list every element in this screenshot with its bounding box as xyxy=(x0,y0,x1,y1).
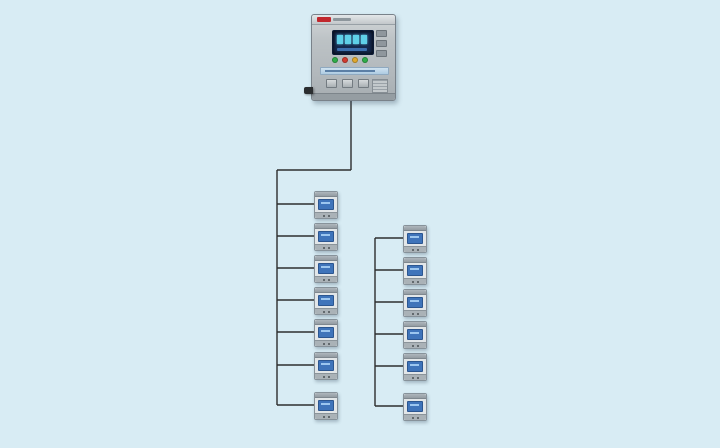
detector-face xyxy=(404,295,426,310)
detector-display xyxy=(318,360,334,371)
detector-terminals xyxy=(404,414,426,420)
detector-top-cap xyxy=(315,393,337,398)
speaker-grille-icon xyxy=(372,79,388,93)
detector-face xyxy=(315,325,337,340)
gas-detector-node xyxy=(314,191,338,219)
detector-display-text xyxy=(321,403,330,405)
controller-side-buttons xyxy=(376,30,387,57)
detector-terminals xyxy=(315,212,337,218)
detector-terminals xyxy=(315,340,337,346)
detector-face xyxy=(404,399,426,414)
detector-display-text xyxy=(321,298,330,300)
controller-bottom-strip xyxy=(312,93,395,100)
detector-display-text xyxy=(321,363,330,365)
detector-terminals xyxy=(315,308,337,314)
detector-display xyxy=(407,265,423,276)
detector-top-cap xyxy=(404,258,426,263)
gas-detector-node xyxy=(314,352,338,380)
gas-alarm-controller xyxy=(304,14,396,101)
controller-display xyxy=(332,30,374,55)
gas-detector-node xyxy=(314,392,338,420)
detector-top-cap xyxy=(404,322,426,327)
controller-label xyxy=(320,67,389,75)
detector-top-cap xyxy=(404,354,426,359)
detector-terminals xyxy=(404,310,426,316)
detector-display-text xyxy=(410,300,419,302)
detector-display xyxy=(318,199,334,210)
gas-detector-node xyxy=(403,225,427,253)
detector-display-text xyxy=(321,266,330,268)
side-knob xyxy=(304,87,313,94)
detector-face xyxy=(315,197,337,212)
detector-top-cap xyxy=(315,224,337,229)
detector-display-text xyxy=(410,332,419,334)
detector-top-cap xyxy=(404,290,426,295)
detector-terminals xyxy=(315,244,337,250)
detector-display-text xyxy=(410,364,419,366)
detector-face xyxy=(404,231,426,246)
detector-face xyxy=(404,359,426,374)
detector-face xyxy=(315,229,337,244)
detector-display-text xyxy=(321,202,330,204)
status-leds xyxy=(332,57,368,63)
detector-face xyxy=(404,327,426,342)
detector-top-cap xyxy=(315,256,337,261)
detector-display-text xyxy=(410,268,419,270)
detector-terminals xyxy=(315,373,337,379)
detector-top-cap xyxy=(315,320,337,325)
detector-terminals xyxy=(404,374,426,380)
detector-top-cap xyxy=(315,192,337,197)
detector-face xyxy=(315,293,337,308)
controller-top-strip xyxy=(312,15,395,25)
detector-display xyxy=(318,400,334,411)
detector-terminals xyxy=(404,278,426,284)
detector-display xyxy=(318,295,334,306)
detector-display xyxy=(318,263,334,274)
detector-display xyxy=(318,231,334,242)
detector-terminals xyxy=(315,413,337,419)
detector-face xyxy=(315,358,337,373)
gas-detector-node xyxy=(403,289,427,317)
detector-display xyxy=(407,329,423,340)
detector-face xyxy=(315,261,337,276)
gas-detector-node xyxy=(403,353,427,381)
detector-face xyxy=(315,398,337,413)
gas-detector-node xyxy=(314,287,338,315)
gas-detector-node xyxy=(403,321,427,349)
detector-display xyxy=(407,297,423,308)
gas-detector-node xyxy=(403,257,427,285)
detector-display-text xyxy=(321,234,330,236)
detector-top-cap xyxy=(404,394,426,399)
detector-top-cap xyxy=(315,288,337,293)
detector-display xyxy=(318,327,334,338)
detector-terminals xyxy=(315,276,337,282)
detector-display-text xyxy=(410,404,419,406)
detector-face xyxy=(404,263,426,278)
detector-display xyxy=(407,233,423,244)
gas-detector-node xyxy=(403,393,427,421)
detector-top-cap xyxy=(315,353,337,358)
detector-terminals xyxy=(404,342,426,348)
detector-display-text xyxy=(410,236,419,238)
detector-display-text xyxy=(321,330,330,332)
detector-display xyxy=(407,401,423,412)
display-status-row xyxy=(337,48,367,51)
gas-detector-node xyxy=(314,319,338,347)
display-digits xyxy=(337,35,367,44)
detector-top-cap xyxy=(404,226,426,231)
detector-terminals xyxy=(404,246,426,252)
detector-display xyxy=(407,361,423,372)
brand-logo xyxy=(317,17,351,22)
gas-detector-node xyxy=(314,255,338,283)
gas-detector-node xyxy=(314,223,338,251)
